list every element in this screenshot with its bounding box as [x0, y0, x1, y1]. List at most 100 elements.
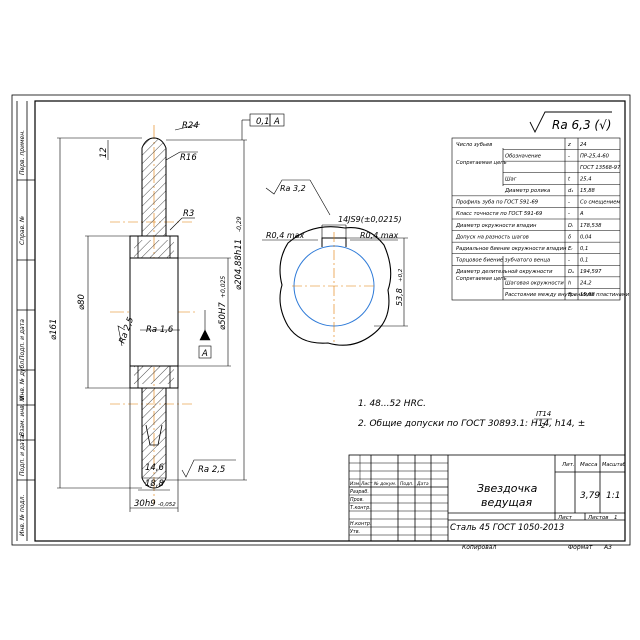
ra25-bottom-label: Ra 2,5 [198, 465, 225, 475]
role-developer: Разраб. [350, 489, 369, 495]
side-stamp-label: Справ. № [19, 216, 26, 245]
parameter-symbol: Bᵥₙ [568, 292, 576, 298]
change-header-doc: № докум. [373, 481, 396, 487]
width-30h9-tol: -0,052 [158, 502, 176, 508]
parameter-value: 0,04 [580, 234, 592, 240]
parameter-groups: Сопрягаемая цепь Сопрягаемая цепь [456, 160, 507, 282]
d80-label: ⌀80 [77, 294, 87, 310]
parameter-symbol: - [568, 258, 570, 264]
parameter-symbol: δ [568, 234, 571, 240]
side-stamp: Перв. примен. Справ. № Подп. и дата Инв.… [16, 101, 35, 541]
parameter-symbol: Dₐ [568, 269, 574, 275]
title-block-text: Звездочка ведущая Сталь 45 ГОСТ 1050-201… [350, 462, 626, 551]
keyway-depth-label: 53,8 [395, 288, 404, 306]
ra16-label: Ra 1,6 [146, 325, 174, 335]
mass-value: 3,79 [580, 491, 600, 501]
parameter-name: Число зубьев [456, 142, 492, 148]
parameter-name: Профиль зуба по ГОСТ 591-69 [456, 200, 538, 206]
datum-ref: A [273, 117, 280, 127]
r04-left-label: R0,4 max [266, 231, 305, 240]
keyway-width-label: 14JS9(±0,0215) [338, 215, 402, 224]
parameter-symbol: Dᵢ [568, 223, 573, 229]
parameter-value: 15,88 [580, 188, 596, 194]
parameter-symbol: t [568, 177, 571, 183]
ra32-label: Ra 3,2 [280, 184, 306, 193]
side-stamp-label: Подп. и дата [19, 319, 26, 360]
parameter-name: Шаг [505, 177, 517, 183]
change-header-sign: Подп. [400, 481, 414, 487]
parameter-value: 194,597 [580, 269, 602, 275]
role-norm-control: Н.контр. [350, 521, 371, 527]
d204-tolerance: -0,29 [236, 216, 243, 232]
parameter-name: Торцовое биение зубчатого венца [456, 258, 550, 264]
parameter-value: 24 [580, 142, 587, 148]
width-30h9: 30h9 [134, 499, 156, 509]
param-group-chain-2: Сопрягаемая цепь [456, 276, 507, 282]
sheet-label: Лист [557, 515, 573, 521]
parameter-value: 25,4 [580, 177, 592, 183]
d50-tolerance: +0,025 [220, 276, 227, 298]
keyway-dimensions [262, 179, 408, 327]
format-value: A3 [603, 544, 612, 551]
role-checker: Пров. [350, 497, 364, 503]
title-block [348, 454, 626, 542]
scale-value: 1:1 [606, 491, 620, 501]
outer-sheet-border [11, 94, 631, 546]
parameter-name: Диаметр окружности впадин [455, 223, 537, 229]
tolerance-denominator: 2 [541, 422, 546, 430]
side-stamp-label: Инв. № дубл. [19, 359, 26, 400]
parameter-symbol: - [568, 211, 570, 217]
side-stamp-label: Взам. инв. № [19, 395, 26, 436]
general-roughness: Ra 6,3 (√) [529, 111, 612, 134]
scale-header: Масштаб [602, 462, 626, 468]
change-header-list: Лист [360, 481, 373, 487]
parameter-value: 178,538 [580, 223, 602, 229]
param-group-chain: Сопрягаемая цепь [456, 160, 507, 166]
parameter-symbol: - [568, 153, 570, 159]
dim12-label: 12 [99, 147, 109, 158]
parameter-name: Допуск на разность шагов [455, 234, 529, 240]
tolerance-numerator: IT14 [536, 410, 551, 418]
tech-requirements: 1. 48...52 HRC. 2. Общие допуски по ГОСТ… [358, 399, 585, 430]
side-stamp-label: Инв. № подл. [19, 495, 26, 536]
r04-right-label: R0,4 max [360, 231, 399, 240]
copied-label: Копировал [462, 544, 496, 551]
parameter-name: Шаговая окружности [505, 281, 564, 287]
sheets-value: 1 [614, 515, 618, 521]
parameter-symbol: h [568, 281, 571, 287]
parameter-value: А [579, 211, 584, 217]
tech-req-1: 1. 48...52 HRC. [358, 399, 426, 409]
parameter-value: 24,2 [580, 281, 592, 287]
side-stamp-label: Подп. и дата [19, 435, 26, 476]
parameter-symbol: z [567, 142, 571, 148]
d161-label: ⌀161 [49, 319, 59, 340]
r24-label: R24 [182, 121, 199, 131]
parameter-value: ПР-25,4-60 [580, 153, 610, 159]
d204-label: ⌀204,88h11 [234, 239, 244, 290]
parameter-value: ГОСТ 13568-97 [580, 165, 621, 171]
parameter-value: Со смещением [580, 200, 620, 206]
parameter-value: 0,1 [580, 258, 588, 264]
parameter-name: Обозначение [505, 153, 541, 159]
d50-label: ⌀50H7 [218, 302, 228, 330]
sheets-label: Листов [587, 515, 609, 521]
parameter-name: Диаметр делительной окружности [455, 269, 553, 275]
parameter-symbol: d₁ [568, 188, 573, 194]
parameter-symbol: Eᵣ [568, 246, 573, 252]
width-14-6: 14,6 [145, 463, 165, 473]
change-header-date: Дата [416, 481, 429, 487]
material-label: Сталь 45 ГОСТ 1050-2013 [450, 523, 564, 533]
parameter-symbol: - [568, 200, 570, 206]
parameter-value: 15,88 [580, 292, 596, 298]
width-18-8: 18,8 [145, 479, 165, 489]
parameter-value: 0,1 [580, 246, 588, 252]
lit-header: Лит. [561, 462, 575, 468]
r16-label: R16 [180, 153, 197, 163]
side-stamp-label: Перв. примен. [19, 130, 26, 175]
role-approver: Утв. [350, 529, 360, 535]
format-label: Формат [568, 544, 593, 551]
tech-req-2: 2. Общие допуски по ГОСТ 30893.1: H14, h… [358, 419, 585, 429]
change-header-izm: Изм. [350, 481, 361, 487]
